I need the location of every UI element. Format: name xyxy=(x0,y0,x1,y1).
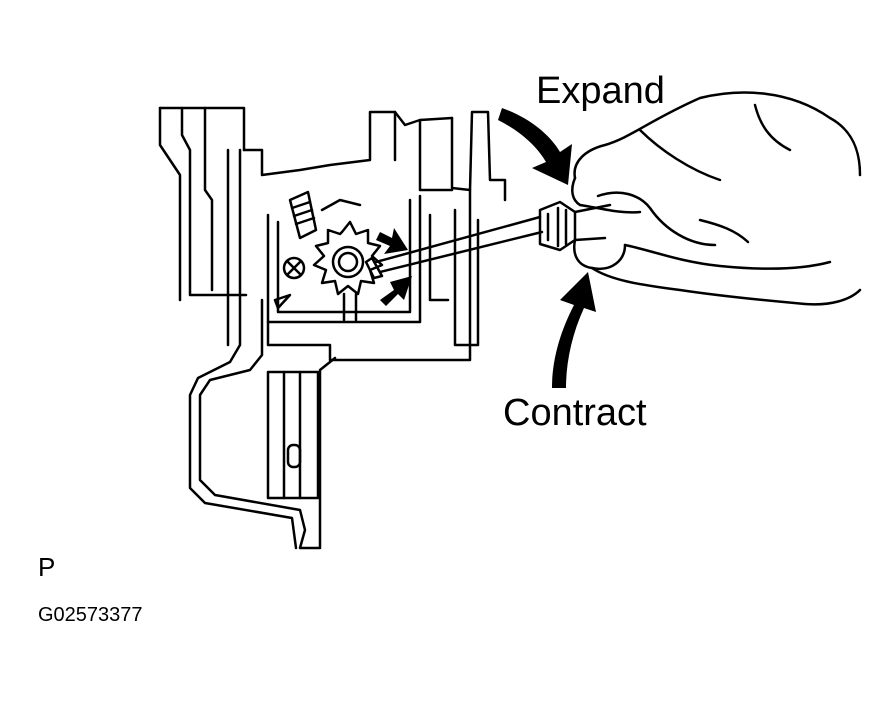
brake-housing-icon xyxy=(158,106,507,550)
contract-arrow xyxy=(552,272,596,388)
view-label: P xyxy=(38,552,56,582)
contract-label: Contract xyxy=(503,392,647,434)
figure-code: G02573377 xyxy=(38,604,143,626)
adjuster-star-wheel-icon xyxy=(312,220,384,322)
expand-label: Expand xyxy=(536,70,665,112)
arrow-icon xyxy=(376,108,596,388)
small-arrow-top xyxy=(376,228,408,254)
expand-arrow xyxy=(498,108,572,185)
small-arrow-bottom xyxy=(380,276,412,306)
screwdriver-icon xyxy=(364,200,612,280)
hand-icon xyxy=(571,91,862,306)
